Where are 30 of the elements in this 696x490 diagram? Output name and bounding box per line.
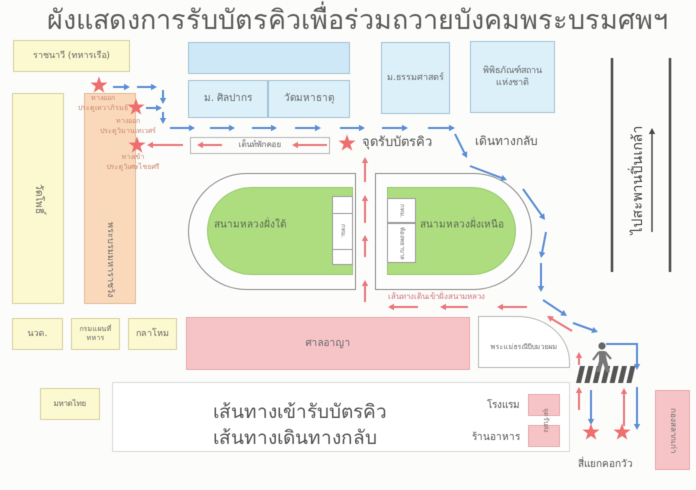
route-label: เส้นทางเดินเข้าฝั่งสนามหลวง [388,291,485,302]
direction-label: ไปสะพานปิ่นเกล้า [629,126,648,234]
arrow [147,142,183,148]
building-box [188,42,350,74]
building-box: มหาดไทย [40,388,100,420]
field-label: สนามหลวงฝั่งใต้ [214,218,286,232]
building-box: นวด. [12,318,63,350]
place-label: จุดรับบัตรคิว [362,134,432,152]
tent-box: เต็นท์พักคอย [190,137,330,154]
place-label: โรงแรม [487,399,520,413]
building-box: กลาโหม [128,318,177,350]
building-box: ม. ศิลปากร [188,80,268,118]
building-box: ศาลอาญา [186,317,470,370]
field-label: สนามหลวงฝั่งเหนือ [420,218,504,232]
building-box: พิพิธภัณฑ์สถานแห่งชาติ [470,41,555,113]
track-outline [375,173,532,290]
place-label: ร้านอาหาร [472,431,520,445]
field-area [387,187,516,275]
place-label: สี่แยกคอกวัว [578,458,633,472]
legend-label: เส้นทางเข้ารับบัตรคิว [213,401,387,424]
route-label: เดินทางกลับ [475,133,538,150]
building-box: กองสลากเก่า [655,390,690,470]
title: ผังแสดงการรับบัตรคิวเพื่อร่วมถวายบังคมพระบรมศพฯ [47,2,668,40]
building-box: ม.ธรรมศาสตร์ [381,42,450,114]
field-area [207,187,353,275]
building-box: ราชนาวี (ทหารเรือ) [13,40,130,72]
building-box: วัดโพธิ์ [12,93,64,304]
building-box: วัดมหาธาตุ [268,80,350,118]
legend-label: เส้นทางเดินทางกลับ [213,427,377,450]
track-outline [188,173,356,290]
